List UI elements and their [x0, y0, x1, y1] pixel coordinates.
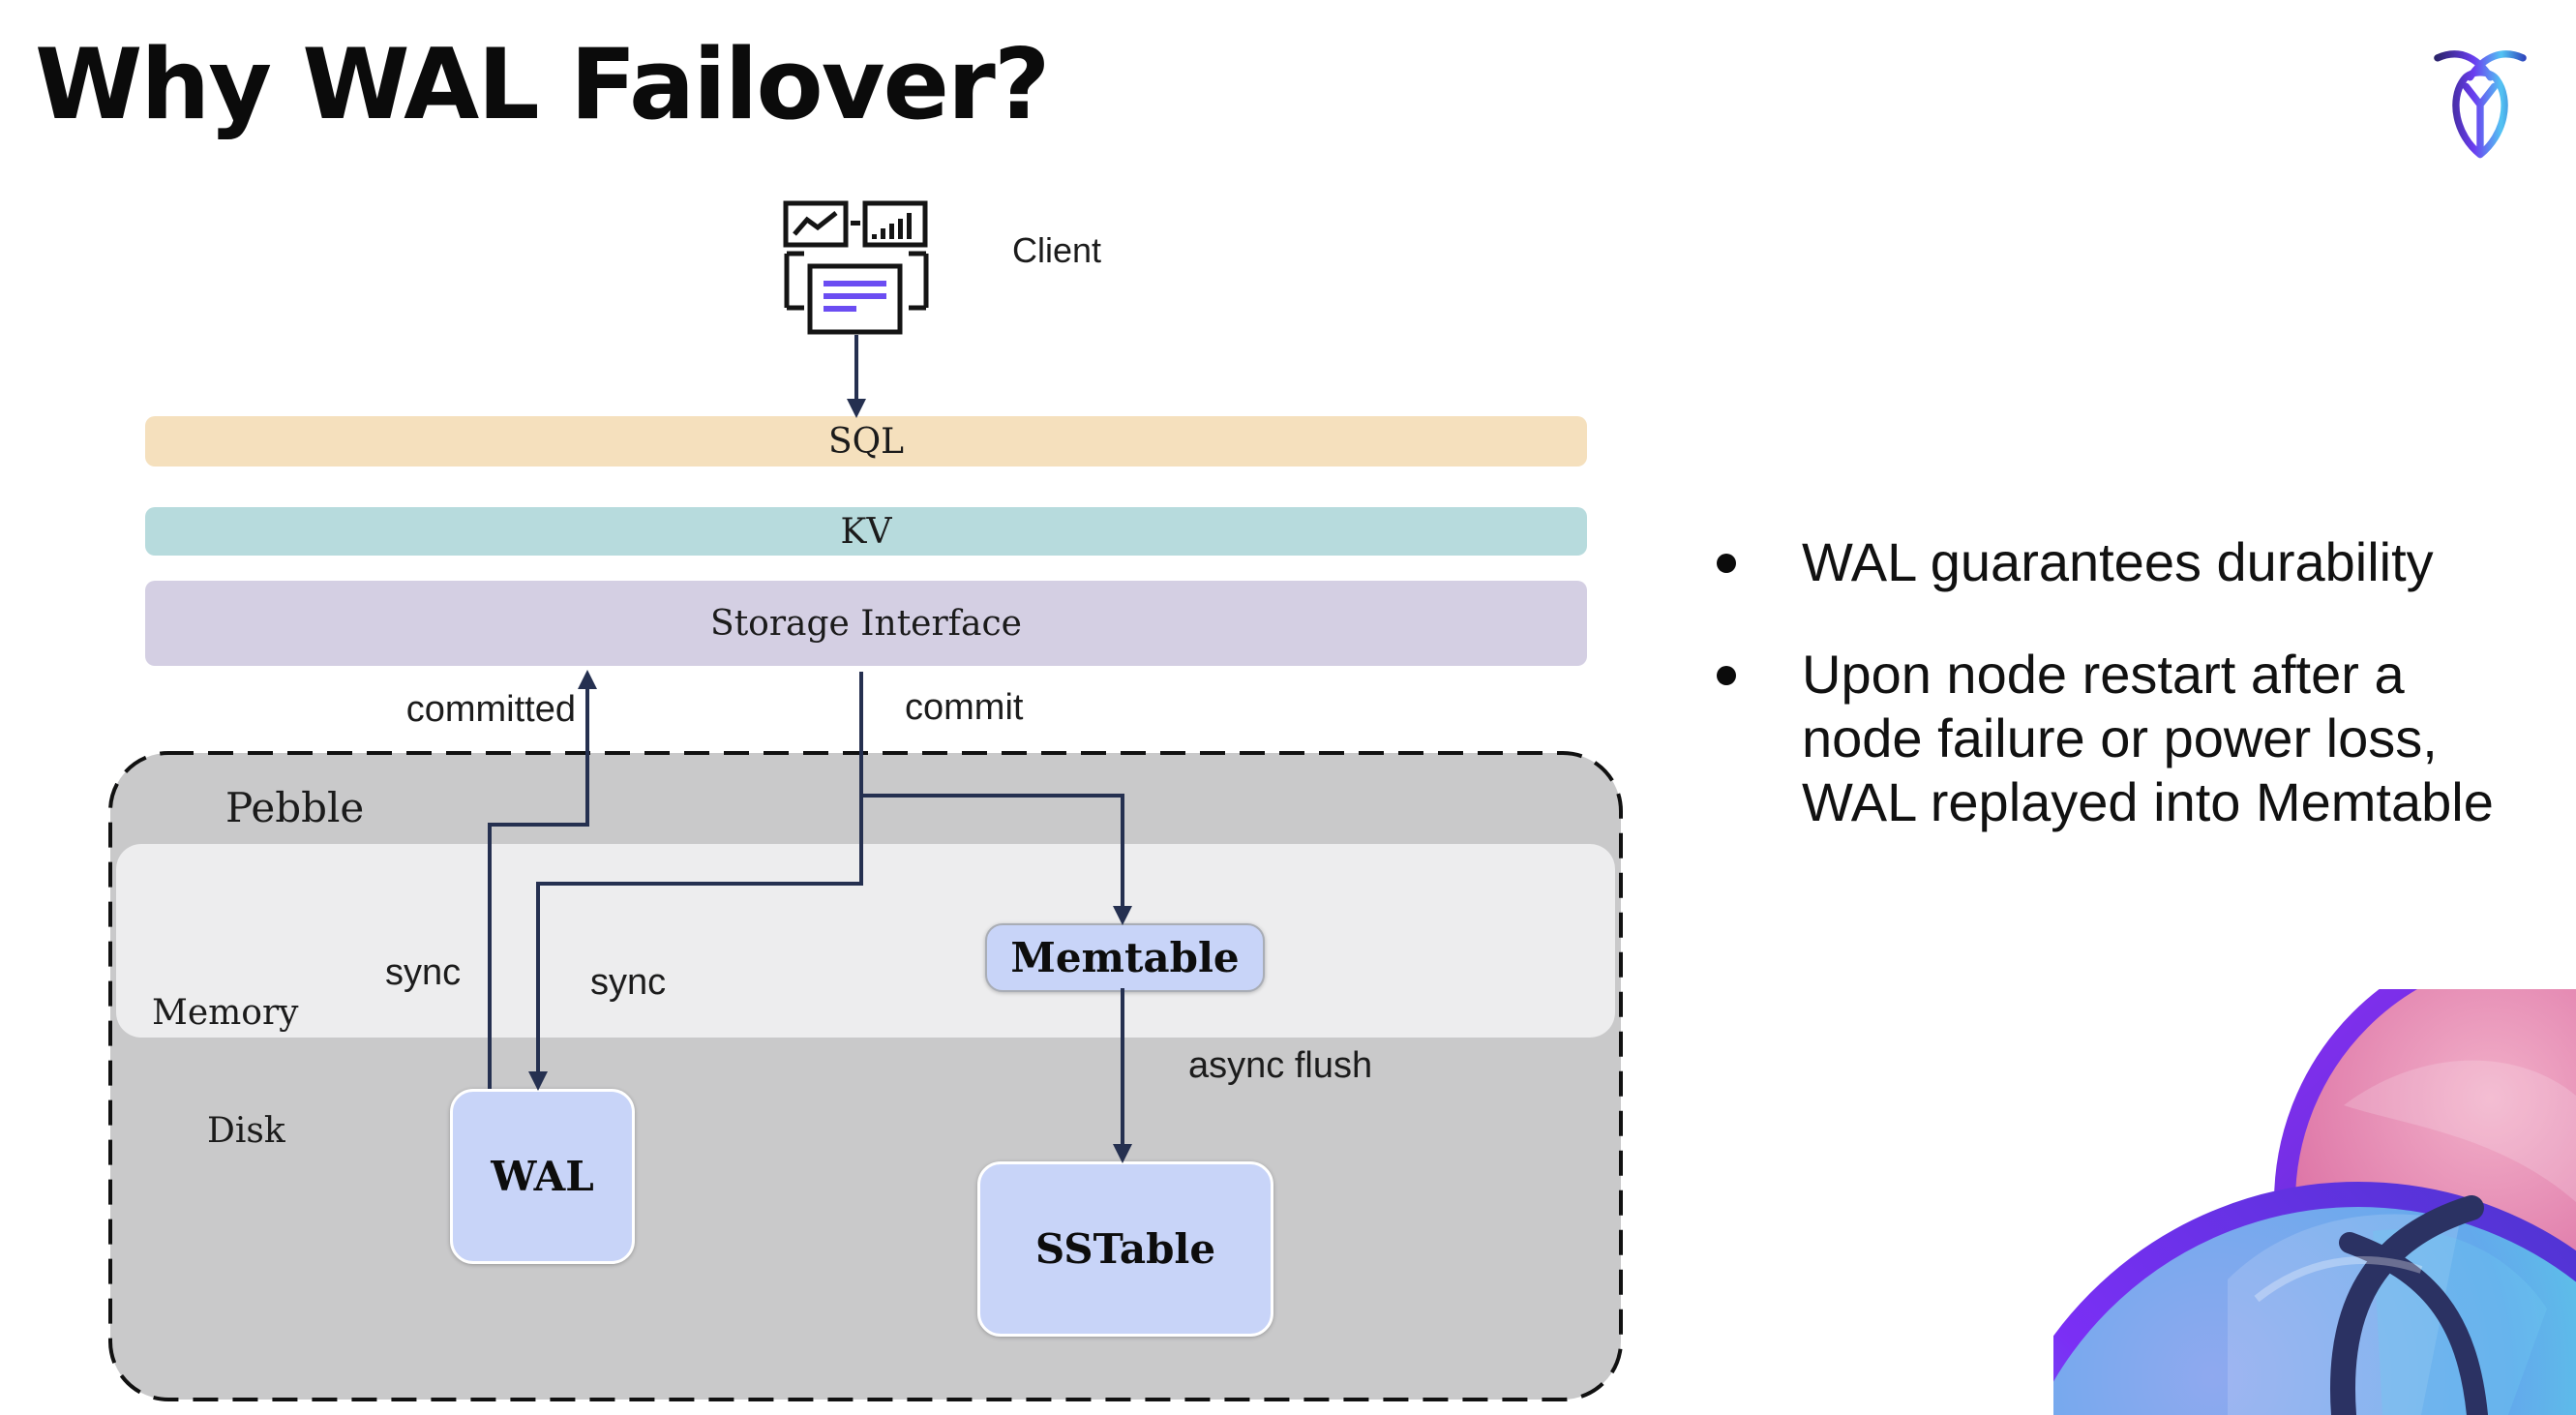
node-wal-label: WAL	[491, 1153, 594, 1200]
bullet-dot	[1717, 554, 1736, 573]
edge-label-committed: committed	[405, 689, 576, 730]
edge-label-sync-left: sync	[385, 952, 462, 993]
layer-kv: KV	[145, 507, 1587, 556]
bullet-item: Upon node restart after a node failure o…	[1711, 643, 2562, 834]
disk-label: Disk	[207, 1111, 285, 1151]
memory-strip	[116, 844, 1615, 1038]
client-icon-svg	[783, 200, 929, 335]
cockroachdb-logo-icon	[2427, 41, 2533, 163]
layer-storage-interface: Storage Interface	[145, 581, 1587, 666]
slide-title: Why WAL Failover?	[35, 27, 1050, 141]
bullet-dot	[1717, 666, 1736, 685]
bullet-item: WAL guarantees durability	[1711, 530, 2562, 594]
client-label: Client	[1012, 230, 1102, 270]
bullet-text: Upon node restart after a node failure o…	[1802, 644, 2494, 832]
dark-leaf-arc2	[2339, 1232, 2488, 1415]
dark-leaf-arc	[2330, 1195, 2484, 1415]
bullet-list: WAL guarantees durability Upon node rest…	[1711, 530, 2562, 834]
blue-sphere-arc	[2053, 1182, 2576, 1382]
edge-label-commit: commit	[905, 687, 1024, 728]
node-memtable-label: Memtable	[1010, 934, 1240, 981]
layer-sql: SQL	[145, 416, 1587, 467]
bullet-text: WAL guarantees durability	[1802, 531, 2434, 592]
bar-chart-icon	[862, 200, 928, 248]
left-bracket-icon	[784, 251, 804, 311]
node-sstable: SSTable	[977, 1161, 1273, 1337]
layer-storage-label: Storage Interface	[710, 603, 1022, 644]
memory-label: Memory	[152, 993, 299, 1033]
decorative-artwork	[2053, 989, 2576, 1415]
right-bracket-icon	[909, 251, 929, 311]
layer-kv-label: KV	[840, 511, 892, 552]
edge-label-async-flush: async flush	[1188, 1045, 1373, 1086]
node-wal: WAL	[450, 1089, 635, 1264]
client-icon	[774, 194, 939, 339]
decorative-artwork-svg	[2053, 989, 2576, 1415]
line-chart-icon	[783, 200, 849, 248]
dash-icon	[851, 221, 860, 226]
layer-sql-label: SQL	[827, 421, 905, 462]
pebble-label: Pebble	[225, 784, 365, 831]
cockroachdb-logo-svg	[2434, 50, 2527, 159]
edge-label-sync-right: sync	[590, 962, 667, 1003]
node-memtable: Memtable	[985, 923, 1265, 992]
node-sstable-label: SSTable	[1034, 1225, 1216, 1273]
